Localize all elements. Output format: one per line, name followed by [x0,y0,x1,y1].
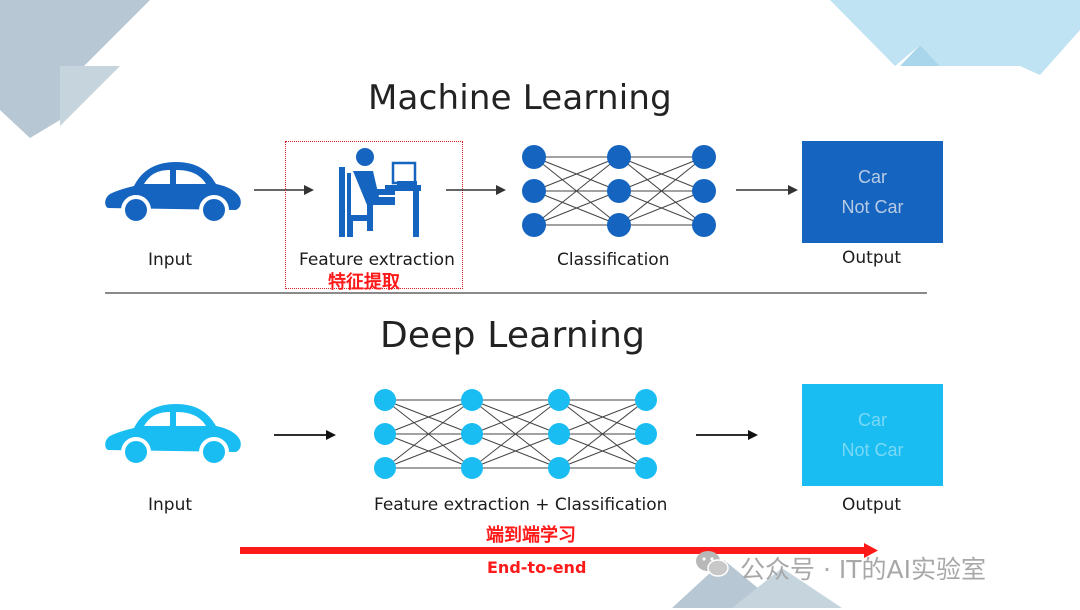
car-icon [105,404,241,467]
network-node [374,457,396,479]
person-at-desk-icon [339,148,421,237]
wechat-icon [696,551,729,577]
network-connection [384,399,473,469]
network-node [522,179,546,203]
network-connection [471,399,560,435]
network-connection [533,190,620,226]
network-node [461,457,483,479]
ml-neural-network [522,145,716,237]
ml-input-label: Input [148,250,193,270]
ml-output-car: Car [857,167,887,187]
network-node [461,423,483,445]
network-node [548,457,570,479]
car-icon [105,162,241,225]
corner-decoration-bottom [672,560,842,608]
arrow-right-icon [274,430,336,440]
arrow-right-icon [254,185,314,195]
ml-classification-label: Classification [557,250,670,270]
dl-input-label: Input [148,495,193,515]
network-connection [618,190,705,226]
dl-title: Deep Learning [380,315,646,356]
section-divider [105,292,927,294]
network-node [607,213,631,237]
dl-output-not-car: Not Car [841,440,904,460]
ml-output-box: Car Not Car [802,141,943,243]
watermark-text: 公众号 · IT的AI实验室 [740,555,986,584]
dl-output-label: Output [842,495,902,515]
network-node [461,389,483,411]
network-node [692,179,716,203]
corner-decoration-top-left [0,0,150,138]
dl-output-car: Car [857,410,887,430]
e2e-label: End-to-end [487,558,587,577]
network-node [522,145,546,169]
network-node [548,423,570,445]
arrow-right-icon [736,185,798,195]
network-connection [384,399,473,435]
ml-feature-label: Feature extraction [299,250,455,270]
network-connection [471,399,560,469]
network-node [374,423,396,445]
arrow-right-icon [446,185,506,195]
network-node [635,457,657,479]
corner-decoration-top-right [830,0,1080,75]
network-node [548,389,570,411]
network-connection [618,156,705,226]
dl-combined-label: Feature extraction + Classification [374,495,668,515]
network-node [607,179,631,203]
ml-output-not-car: Not Car [841,197,904,217]
feature-extraction-highlight-box [285,141,463,289]
ml-output-label: Output [842,248,902,268]
network-connection [384,433,473,469]
arrow-right-icon [696,430,758,440]
network-node [635,389,657,411]
network-connection [471,433,560,469]
network-connection [618,156,705,192]
network-node [374,389,396,411]
network-node [635,423,657,445]
dl-neural-network [374,389,657,479]
network-connection [533,156,620,226]
dl-output-box: Car Not Car [802,384,943,486]
network-connection [558,433,647,469]
network-node [692,213,716,237]
network-connection [558,399,647,435]
ml-title: Machine Learning [368,78,672,118]
end-to-end-arrow [240,543,878,558]
network-connection [558,399,647,469]
e2e-label-cn: 端到端学习 [486,525,576,546]
network-node [692,145,716,169]
network-node [522,213,546,237]
network-node [607,145,631,169]
ml-feature-label-cn: 特征提取 [328,272,400,293]
network-connection [533,156,620,192]
